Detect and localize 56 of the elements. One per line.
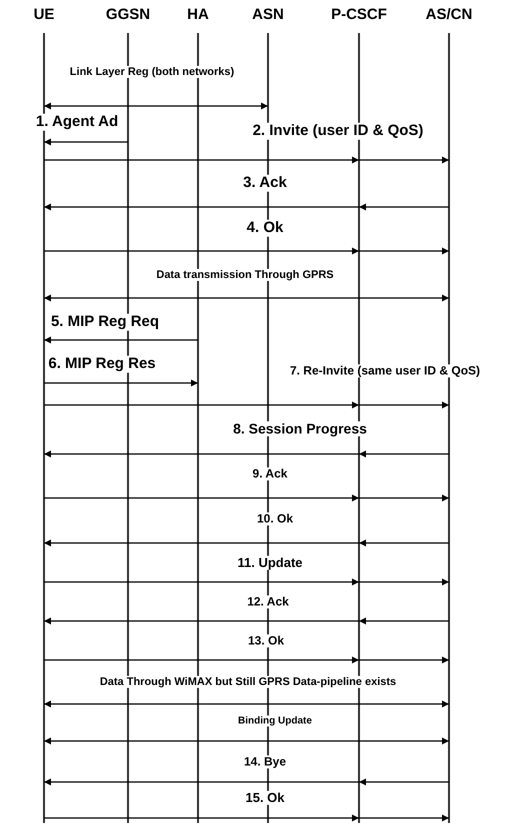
participant-label: P-CSCF (331, 6, 387, 24)
message-label: Link Layer Reg (both networks) (68, 66, 236, 78)
message-arrow (359, 778, 449, 786)
message-label: 14. Bye (242, 755, 288, 769)
message-arrow (44, 814, 359, 822)
message-label: 15. Ok (243, 790, 287, 806)
message-arrow (44, 380, 198, 386)
message-label: 7. Re-Invite (same user ID & QoS) (288, 364, 482, 378)
message-arrow (44, 700, 449, 708)
message-label: 4. Ok (244, 220, 286, 236)
message-arrow (359, 494, 449, 502)
participant-label: UE (34, 6, 54, 24)
message-arrow (359, 204, 449, 210)
message-label: 3. Ack (241, 174, 289, 192)
message-arrow (44, 204, 359, 210)
message-arrow (44, 138, 128, 146)
message-label: Data Through WiMAX but Still GPRS Data-pipeline exists (98, 676, 398, 688)
message-arrow (359, 248, 449, 254)
message-arrow (359, 578, 449, 586)
message-label: 1. Agent Ad (34, 114, 120, 130)
message-arrow (44, 102, 268, 110)
message-arrow (44, 402, 359, 408)
message-label: 13. Ok (246, 634, 286, 648)
message-label: 9. Ack (250, 467, 290, 481)
message-label: 2. Invite (user ID & QoS) (250, 122, 426, 140)
message-label: 10. Ok (254, 512, 296, 526)
message-arrow (44, 494, 359, 502)
participant-label: AS/CN (426, 6, 472, 24)
participant-label: HA (187, 6, 209, 24)
message-label: Data transmission Through GPRS (154, 268, 336, 282)
message-label: 12. Ack (245, 595, 291, 609)
message-arrow (44, 336, 198, 344)
message-arrow (44, 618, 359, 624)
message-arrow (44, 778, 359, 786)
message-arrow (359, 156, 449, 164)
message-arrow (44, 738, 449, 744)
message-arrow (44, 248, 359, 254)
message-arrow (359, 814, 449, 822)
message-arrow (359, 540, 449, 546)
message-arrow (359, 450, 449, 458)
message-label: 5. MIP Reg Req (48, 314, 162, 330)
message-arrow (44, 294, 449, 302)
message-label: Binding Update (236, 716, 314, 726)
message-label: 11. Update (235, 556, 305, 570)
message-arrow (359, 618, 449, 624)
message-arrow (44, 156, 359, 164)
message-arrow (44, 450, 359, 458)
message-arrow (44, 540, 359, 546)
message-arrow (359, 656, 449, 664)
message-label: 6. MIP Reg Res (46, 356, 158, 372)
message-arrow (44, 578, 359, 586)
message-label: 8. Session Progress (231, 421, 369, 437)
participant-label: GGSN (106, 6, 150, 24)
message-arrow (44, 656, 359, 664)
message-arrow (359, 402, 449, 408)
participant-label: ASN (252, 6, 284, 24)
